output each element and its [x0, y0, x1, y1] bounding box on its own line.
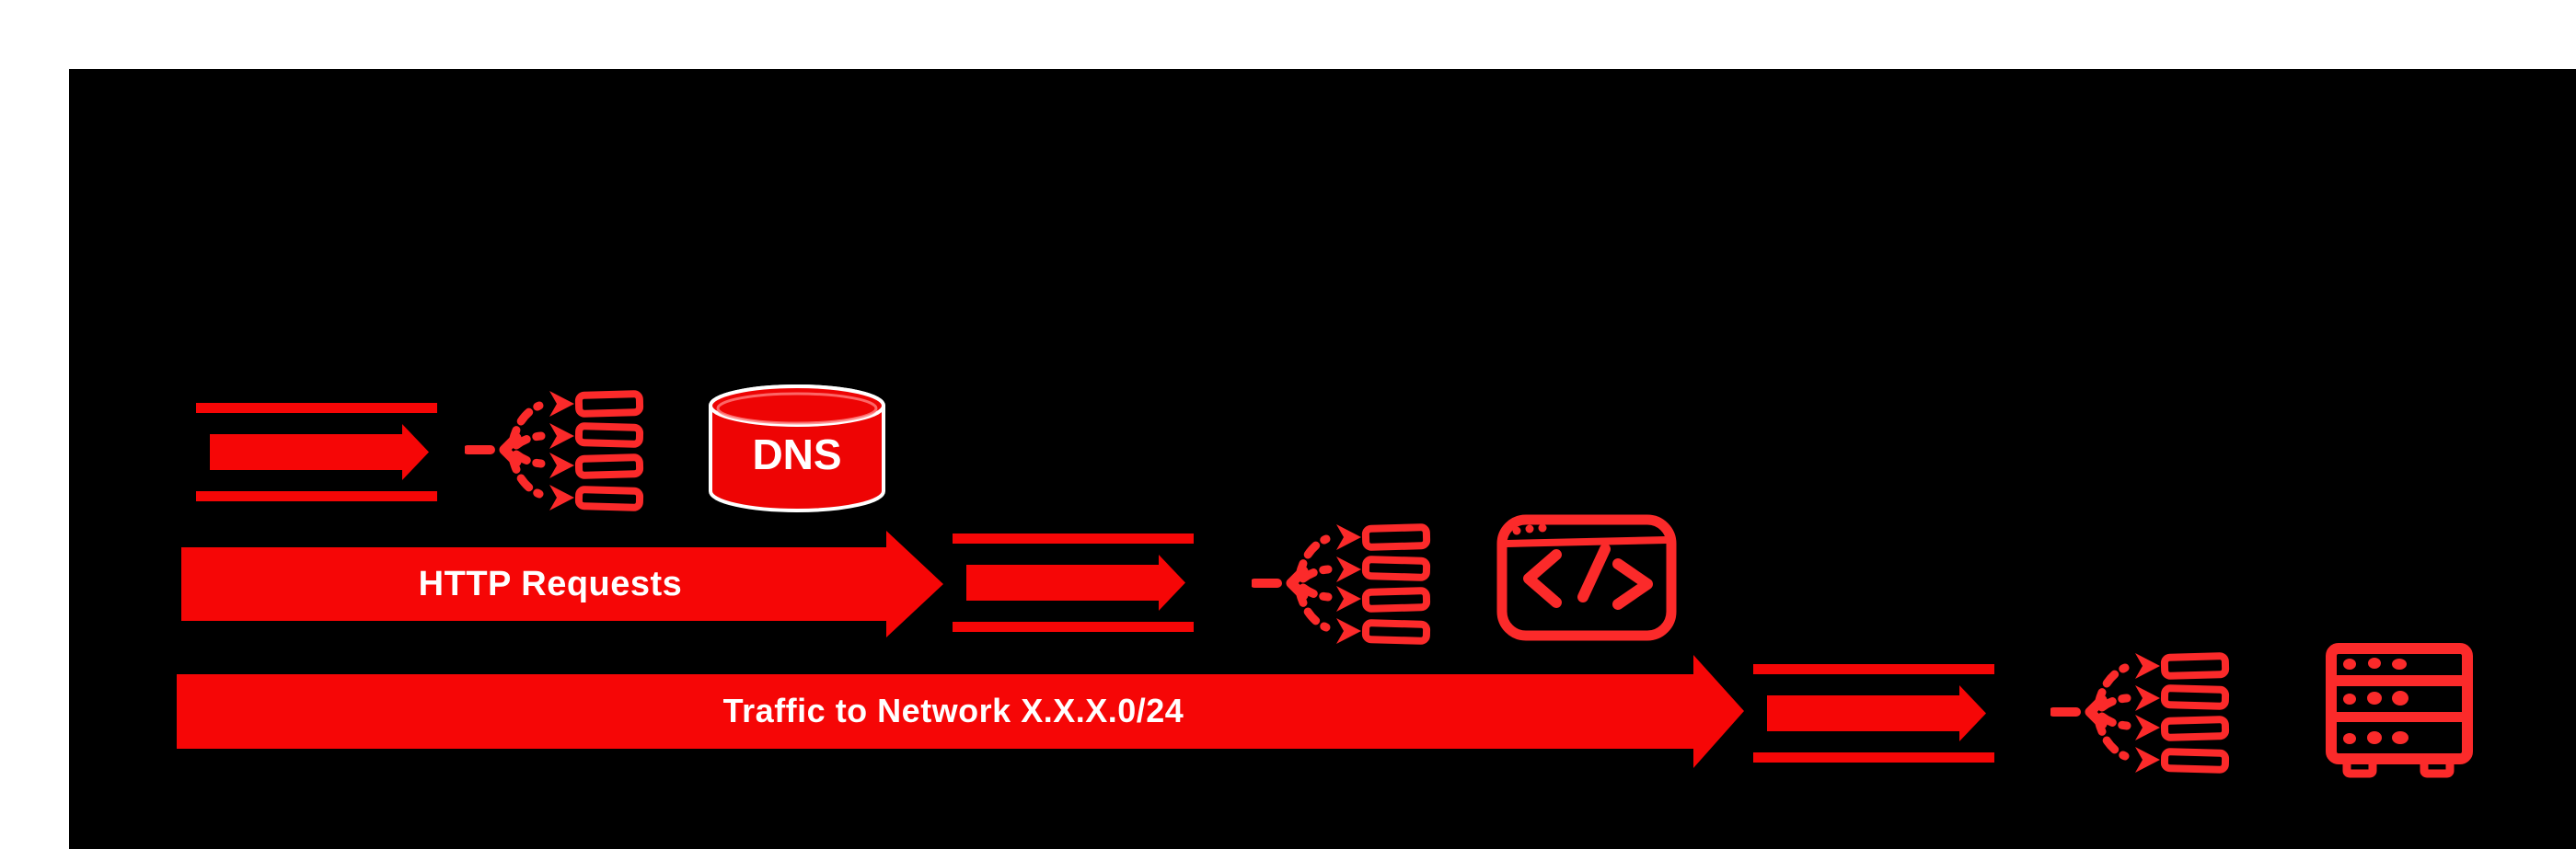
dns-label: DNS [752, 430, 841, 478]
diagram-panel: DNS HTTP Requests Traffic to Network X.X… [69, 69, 2576, 849]
dns-database-icon: DNS [707, 382, 887, 516]
speed-arrow-icon [196, 403, 437, 501]
http-requests-arrow-label: HTTP Requests [418, 564, 683, 603]
network-traffic-arrow-label: Traffic to Network X.X.X.0/24 [722, 692, 1184, 729]
speed-arrow-icon [953, 533, 1194, 632]
server-rack-icon [2325, 642, 2474, 780]
network-traffic-arrow: Traffic to Network X.X.X.0/24 [177, 655, 1744, 768]
http-requests-arrow: HTTP Requests [181, 531, 943, 637]
load-balancer-fanout-icon [465, 387, 644, 512]
code-window-icon [1496, 513, 1678, 642]
speed-arrow-icon [1753, 664, 1994, 763]
load-balancer-fanout-icon [2050, 649, 2230, 774]
load-balancer-fanout-icon [1252, 521, 1431, 646]
